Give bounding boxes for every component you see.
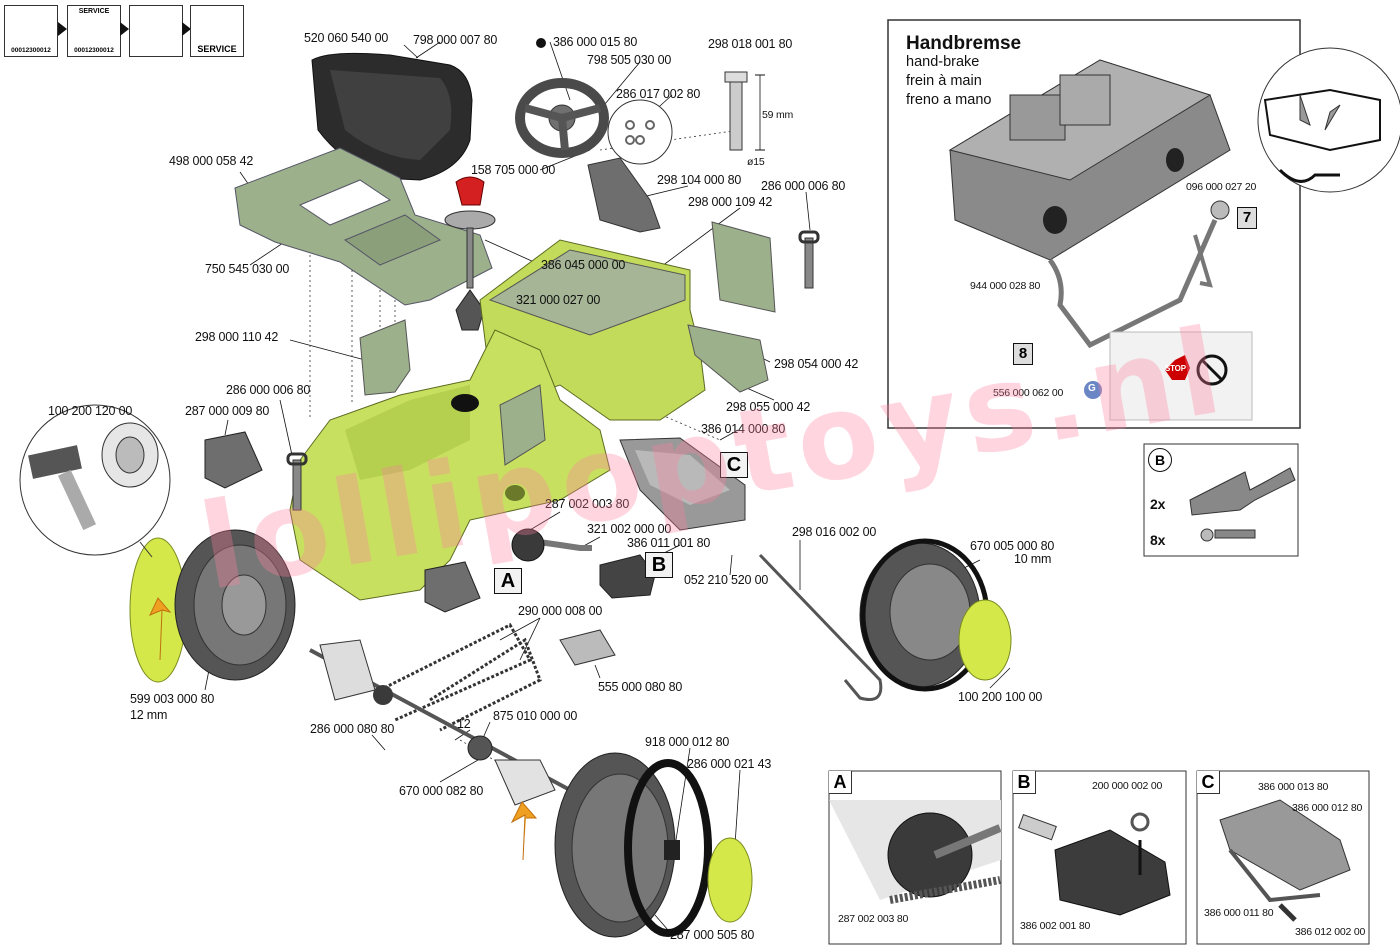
part-label: 287 002 003 80 <box>838 913 909 925</box>
part-label: 798 505 030 00 <box>587 53 672 67</box>
part-label: 520 060 540 00 <box>304 31 389 45</box>
axle-bracket-illustration <box>619 437 746 531</box>
part-label: 158 705 000 00 <box>471 163 556 177</box>
part-label: 298 016 002 00 <box>792 525 877 539</box>
part-label: 555 000 080 80 <box>598 680 683 694</box>
service-manual-icon: SERVICE 00012300012 <box>67 5 121 57</box>
seat-illustration <box>311 52 473 181</box>
part-label: 670 000 082 80 <box>399 784 484 798</box>
dimension-label: 12 mm <box>130 708 168 722</box>
callout-c: C <box>720 452 748 478</box>
part-label: 321 000 027 00 <box>516 293 601 307</box>
steering-wheel-illustration <box>515 38 609 158</box>
part-label: 286 000 080 80 <box>310 722 395 736</box>
icon-label: SERVICE <box>78 8 110 15</box>
hub-cap-detail <box>19 404 171 558</box>
shift-lever-illustration <box>444 176 496 331</box>
inset-c-illustration <box>1219 799 1351 922</box>
part-label: 298 055 000 42 <box>726 400 811 414</box>
part-label: 286 000 006 80 <box>226 383 311 397</box>
part-label: 286 017 002 80 <box>616 87 701 101</box>
icon-code: 00012300012 <box>11 47 51 54</box>
g-badge: G <box>1088 383 1096 394</box>
inset-a-letter: A <box>829 771 852 794</box>
rolly-toys-service-icon: SERVICE <box>190 5 244 57</box>
part-label: 386 045 000 00 <box>541 258 626 272</box>
handbrake-title: Handbremse <box>906 33 1022 54</box>
handbrake-subtitle-it: freno a mano <box>906 92 992 108</box>
inset-c-letter: C <box>1197 771 1220 794</box>
part-label: 386 002 001 80 <box>1020 920 1091 932</box>
part-label: 556 000 062 00 <box>993 387 1064 399</box>
part-label: 386 000 012 80 <box>1292 802 1363 814</box>
part-label: 100 200 100 00 <box>958 690 1043 704</box>
part-label: 386 000 015 80 <box>553 35 638 49</box>
step-8-badge: 8 <box>1013 343 1033 365</box>
rear-axle-illustration <box>309 639 571 806</box>
part-label: 298 054 000 42 <box>774 357 859 371</box>
part-label: 286 000 006 80 <box>761 179 846 193</box>
handbrake-subtitle-en: hand-brake <box>906 54 980 70</box>
part-label: 918 000 012 80 <box>645 735 730 749</box>
part-label: 100 200 120 00 <box>48 404 133 418</box>
part-label: 386 012 002 00 <box>1295 926 1366 938</box>
part-label: 944 000 028 80 <box>970 280 1041 292</box>
part-label: 287 000 009 80 <box>185 404 270 418</box>
part-label: 052 210 520 00 <box>684 573 769 587</box>
part-label: 287 002 003 80 <box>545 497 630 511</box>
part-label: 386 000 013 80 <box>1258 781 1329 793</box>
qty-label: 8x <box>1150 532 1166 548</box>
front-wheel-illustration <box>859 538 1012 692</box>
dimension-label: ø15 <box>747 156 765 168</box>
part-label: 298 104 000 80 <box>657 173 742 187</box>
handbrake-subtitle-fr: frein à main <box>906 73 982 89</box>
callout-b: B <box>645 552 673 578</box>
arrow-right-icon <box>182 22 191 36</box>
count-label: 12 <box>457 717 471 731</box>
icon-label: SERVICE <box>197 44 237 54</box>
qty-label: 2x <box>1150 496 1166 512</box>
part-label: 599 003 000 80 <box>130 692 215 706</box>
part-label: 290 000 008 00 <box>518 604 603 618</box>
inset-a-illustration <box>829 800 1002 904</box>
tractor-body-illustration <box>289 221 776 601</box>
step-7-badge: 7 <box>1237 207 1257 229</box>
part-label: 386 014 000 80 <box>701 422 786 436</box>
part-label: 798 000 007 80 <box>413 33 498 47</box>
arrow-right-icon <box>58 22 67 36</box>
rear-wheel-right-illustration <box>510 752 753 938</box>
part-label: 298 000 110 42 <box>195 330 279 344</box>
callout-a: A <box>494 568 522 594</box>
hardware-b-badge: B <box>1148 448 1172 472</box>
ride-on-icon: 00012300012 <box>4 5 58 57</box>
dimension-label: 59 mm <box>762 109 794 121</box>
inset-b-illustration <box>1017 812 1171 916</box>
dimension-label: 10 mm <box>1014 552 1052 566</box>
part-label: 750 545 030 00 <box>205 262 290 276</box>
part-label: 096 000 027 20 <box>1186 181 1257 193</box>
part-label: 498 000 058 42 <box>169 154 254 168</box>
part-label: 321 002 000 00 <box>587 522 672 536</box>
rear-wheel-left-illustration <box>129 529 296 683</box>
part-label: 386 011 001 80 <box>627 536 711 550</box>
inset-b-letter: B <box>1013 771 1036 794</box>
mail-order-icon <box>129 5 183 57</box>
part-label: 200 000 002 00 <box>1092 780 1163 792</box>
fender-top-illustration <box>234 147 493 306</box>
part-label: 298 000 109 42 <box>688 195 773 209</box>
handbrake-illustration <box>948 47 1400 421</box>
part-label: 298 018 001 80 <box>708 37 793 51</box>
steering-pin-illustration <box>724 71 765 151</box>
stop-sign-label: STOP <box>1165 364 1186 373</box>
part-label: 287 000 505 80 <box>670 928 755 942</box>
part-label: 875 010 000 00 <box>493 709 578 723</box>
part-label: 670 005 000 80 <box>970 539 1055 553</box>
part-label: 386 000 011 80 <box>1204 907 1274 919</box>
icon-code: 00012300012 <box>74 47 114 54</box>
part-label: 286 000 021 43 <box>687 757 772 771</box>
arrow-right-icon <box>120 22 129 36</box>
